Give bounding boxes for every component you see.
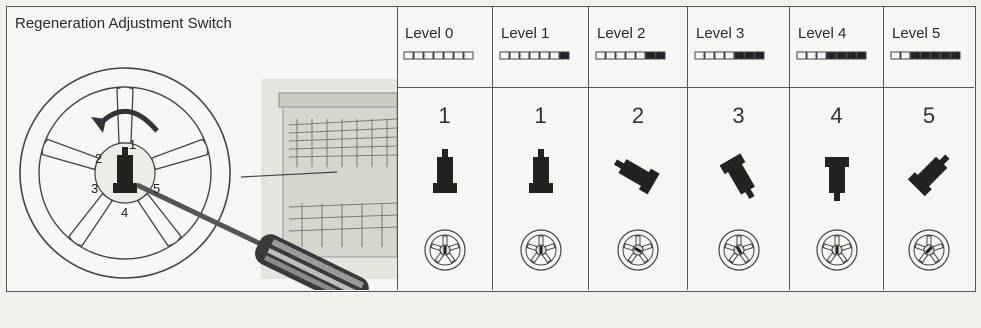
indicator-segment-filled — [931, 52, 940, 59]
indicator-segment-empty — [715, 52, 724, 59]
indicator-segment-empty — [606, 52, 615, 59]
level-table: Level 0 1 Level 1 1 Level 2 2 Level 3 3 Level 4 4… — [397, 7, 974, 290]
switch-position-number: 1 — [397, 103, 492, 129]
indicator-segment-empty — [500, 52, 509, 59]
indicator-segment-filled — [646, 52, 655, 59]
indicator-segment-filled — [911, 52, 920, 59]
indicator-segment-filled — [837, 52, 846, 59]
indicator-segment-empty — [444, 52, 453, 59]
dial-wheel-icon — [518, 227, 564, 273]
indicator-segment-filled — [941, 52, 950, 59]
knob-orientation-icon — [511, 145, 571, 205]
knob-orientation-icon — [608, 145, 668, 205]
knob-orientation-icon — [807, 145, 867, 205]
indicator-segment-filled — [745, 52, 754, 59]
dial-number-1: 1 — [129, 137, 136, 152]
level-column: Level 0 1 — [397, 7, 492, 290]
dial-wheel-icon — [906, 227, 952, 273]
indicator-segment-filled — [827, 52, 836, 59]
level-header: Level 2 — [589, 7, 687, 88]
switch-position-number: 2 — [589, 103, 687, 129]
level-indicator-bar — [694, 51, 766, 60]
indicator-segment-filled — [560, 52, 569, 59]
switch-position-number: 5 — [884, 103, 974, 129]
figure-title: Regeneration Adjustment Switch — [15, 15, 232, 32]
indicator-segment-empty — [464, 52, 473, 59]
level-header: Level 0 — [397, 7, 492, 88]
indicator-segment-empty — [510, 52, 519, 59]
indicator-segment-empty — [520, 52, 529, 59]
level-column: Level 1 1 — [492, 7, 588, 290]
level-column: Level 3 3 — [687, 7, 789, 290]
indicator-segment-empty — [550, 52, 559, 59]
dial-wheel-icon — [615, 227, 661, 273]
switch-position-number: 3 — [688, 103, 789, 129]
level-header: Level 4 — [790, 7, 883, 88]
indicator-segment-filled — [857, 52, 866, 59]
switch-position-number: 1 — [493, 103, 588, 129]
dial-number-3: 3 — [91, 181, 98, 196]
indicator-segment-empty — [901, 52, 910, 59]
regeneration-figure: 1 2 3 4 5 Regeneration Adjustment Switch… — [6, 6, 976, 292]
indicator-segment-empty — [540, 52, 549, 59]
indicator-segment-filled — [921, 52, 930, 59]
indicator-segment-empty — [636, 52, 645, 59]
dial-wheel-icon — [814, 227, 860, 273]
indicator-segment-filled — [755, 52, 764, 59]
level-label: Level 3 — [696, 25, 744, 42]
knob-orientation-icon — [709, 145, 769, 205]
level-label: Level 2 — [597, 25, 645, 42]
switch-illustration: 1 2 3 4 5 — [7, 7, 397, 290]
indicator-segment-empty — [414, 52, 423, 59]
indicator-segment-empty — [817, 52, 826, 59]
level-indicator-bar — [890, 51, 962, 60]
level-indicator-bar — [796, 51, 868, 60]
indicator-segment-empty — [807, 52, 816, 59]
level-header: Level 3 — [688, 7, 789, 88]
indicator-segment-filled — [847, 52, 856, 59]
dial-number-2: 2 — [95, 151, 102, 166]
level-label: Level 0 — [405, 25, 453, 42]
dial-number-4: 4 — [121, 205, 128, 220]
level-column: Level 2 2 — [588, 7, 687, 290]
dial-number-5: 5 — [153, 181, 160, 196]
switch-illustration-panel: 1 2 3 4 5 Regeneration Adjustment Switch — [7, 7, 398, 290]
indicator-segment-empty — [596, 52, 605, 59]
switch-position-number: 4 — [790, 103, 883, 129]
dial-wheel-icon — [716, 227, 762, 273]
indicator-segment-empty — [404, 52, 413, 59]
knob-orientation-icon — [899, 145, 959, 205]
level-label: Level 1 — [501, 25, 549, 42]
indicator-segment-empty — [626, 52, 635, 59]
indicator-segment-empty — [797, 52, 806, 59]
level-indicator-bar — [403, 51, 475, 60]
indicator-segment-empty — [530, 52, 539, 59]
indicator-segment-filled — [735, 52, 744, 59]
indicator-segment-empty — [454, 52, 463, 59]
dial-wheel-icon — [422, 227, 468, 273]
level-label: Level 4 — [798, 25, 846, 42]
indicator-segment-empty — [891, 52, 900, 59]
knob-orientation-icon — [415, 145, 475, 205]
indicator-segment-filled — [951, 52, 960, 59]
level-indicator-bar — [499, 51, 571, 60]
level-column: Level 4 4 — [789, 7, 883, 290]
indicator-segment-empty — [705, 52, 714, 59]
indicator-segment-empty — [695, 52, 704, 59]
indicator-segment-empty — [616, 52, 625, 59]
level-label: Level 5 — [892, 25, 940, 42]
indicator-segment-empty — [725, 52, 734, 59]
level-column: Level 5 5 — [883, 7, 974, 290]
level-header: Level 1 — [493, 7, 588, 88]
indicator-segment-filled — [656, 52, 665, 59]
level-header: Level 5 — [884, 7, 974, 88]
indicator-segment-empty — [424, 52, 433, 59]
indicator-segment-empty — [434, 52, 443, 59]
level-indicator-bar — [595, 51, 667, 60]
